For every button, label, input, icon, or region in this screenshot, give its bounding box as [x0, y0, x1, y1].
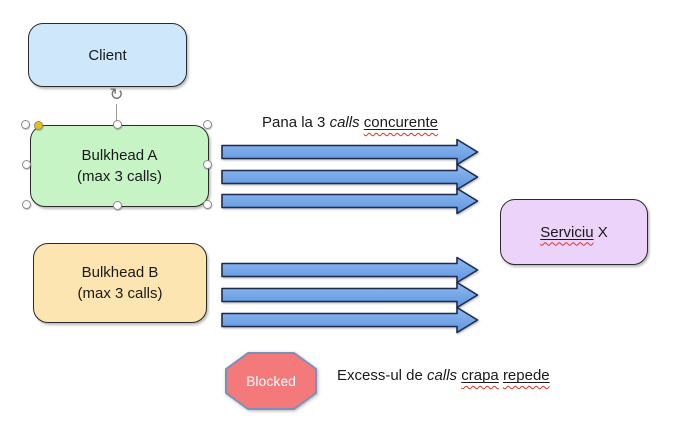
selection-handle-top-left[interactable] [20, 119, 30, 129]
bulkhead-a-title: Bulkhead A [81, 147, 158, 164]
bulkhead-a-subtitle: (max 3 calls) [76, 168, 162, 185]
bottom-caption-textbox[interactable]: Excess-ul de calls crapa repede [337, 367, 550, 384]
client-label: Client [88, 46, 127, 64]
selection-handle-bottom-center[interactable] [112, 200, 122, 210]
selection-handle-mid-right[interactable] [202, 159, 212, 169]
selection-handle-top-center[interactable] [112, 119, 122, 129]
selection-handle-bottom-left[interactable] [21, 199, 31, 209]
bulkhead-b-title: Bulkhead B [81, 264, 159, 281]
serviciu-x-label: Serviciu X [540, 223, 608, 241]
selection-handle-top-right[interactable] [202, 119, 212, 129]
bottom-flow-arrow[interactable] [221, 281, 479, 309]
rotate-handle-stem [116, 104, 117, 121]
rotate-handle-icon[interactable]: ↻ [109, 85, 124, 105]
bulkhead-b-node[interactable]: Bulkhead B (max 3 calls) [33, 243, 207, 323]
bulkhead-b-subtitle: (max 3 calls) [77, 285, 163, 302]
octagon-shape [225, 352, 317, 410]
adjust-handle[interactable] [33, 120, 43, 130]
bulkhead-a-node[interactable]: Bulkhead A (max 3 calls) [30, 125, 209, 207]
blocked-label: Blocked [246, 373, 296, 389]
top-flow-arrow[interactable] [221, 187, 479, 215]
selection-handle-bottom-right[interactable] [202, 199, 212, 209]
top-caption-textbox[interactable]: Pana la 3 calls concurente [262, 114, 438, 131]
selection-handle-mid-left[interactable] [21, 159, 31, 169]
bottom-flow-arrow[interactable] [221, 256, 479, 284]
top-flow-arrow[interactable] [221, 163, 479, 191]
bottom-flow-arrow[interactable] [221, 306, 479, 334]
serviciu-x-node[interactable]: Serviciu X [500, 199, 648, 265]
blocked-node[interactable]: Blocked [225, 352, 317, 410]
top-flow-arrow[interactable] [221, 138, 479, 166]
client-node[interactable]: Client [28, 23, 187, 87]
